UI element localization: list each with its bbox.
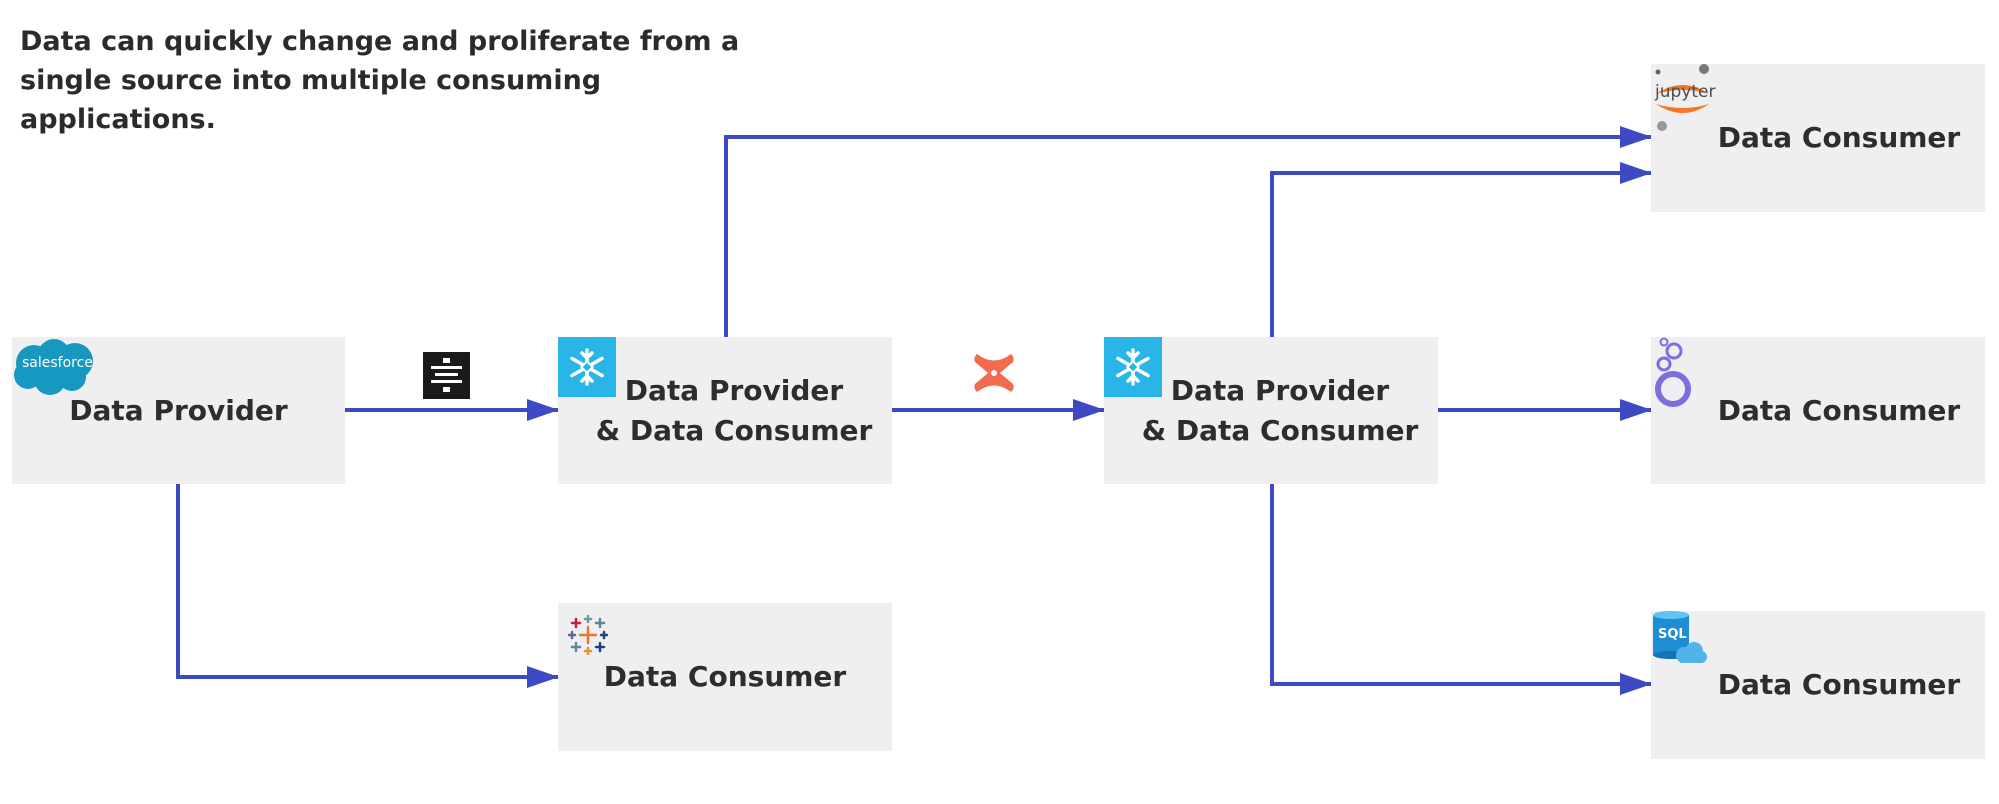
node-label-line-2: & Data Consumer	[1141, 413, 1419, 447]
salesforce-cloud-icon: salesforce	[12, 337, 100, 410]
node-label: Data Provider	[69, 393, 288, 427]
node-label-line-1: Data Provider	[624, 373, 844, 407]
node-label: Data Consumer	[603, 660, 847, 693]
arrow-mid2-to-jupyter	[1270, 162, 1652, 337]
sql-consumer-node: Data Consumer SQL	[1651, 611, 1985, 759]
node-label: Data Consumer	[1717, 393, 1961, 427]
jupyter-consumer-node: Data Consumer jupyter	[1651, 64, 1985, 212]
title-line-2: single source into multiple consuming ap…	[20, 65, 602, 135]
title-line-1: Data can quickly change and proliferate …	[20, 26, 740, 57]
azure-sql-icon: SQL	[1651, 611, 1707, 667]
diagram-title: Data can quickly change and proliferate …	[20, 22, 780, 139]
snowflake-icon	[1104, 337, 1162, 397]
provider-consumer-node-1: Data Provider & Data Consumer	[558, 337, 892, 484]
node-label-line-2: & Data Consumer	[595, 413, 873, 447]
arrow-provider-to-tableau	[176, 484, 559, 688]
fivetran-icon	[423, 352, 470, 403]
dbt-icon	[971, 350, 1017, 400]
node-label-line-1: Data Provider	[1170, 373, 1390, 407]
node-label: Data Consumer	[1717, 668, 1961, 701]
tableau-consumer-node: Data Consumer	[558, 603, 892, 751]
data-provider-node: Data Provider salesforce	[12, 337, 345, 484]
tableau-icon	[567, 614, 609, 666]
node-label: Data Consumer	[1717, 121, 1961, 154]
snowflake-icon	[558, 337, 616, 397]
jupyter-logo-text: jupyter	[1655, 82, 1716, 102]
arrow-mid2-to-sql	[1270, 484, 1652, 695]
looker-consumer-node: Data Consumer	[1651, 337, 1985, 484]
arrow-mid1-to-jupyter	[724, 126, 1652, 337]
sql-logo-text: SQL	[1658, 627, 1687, 642]
jupyter-icon: jupyter	[1651, 64, 1717, 134]
provider-consumer-node-2: Data Provider & Data Consumer	[1104, 337, 1438, 484]
looker-icon	[1651, 337, 1691, 422]
salesforce-logo-text: salesforce	[22, 355, 93, 371]
